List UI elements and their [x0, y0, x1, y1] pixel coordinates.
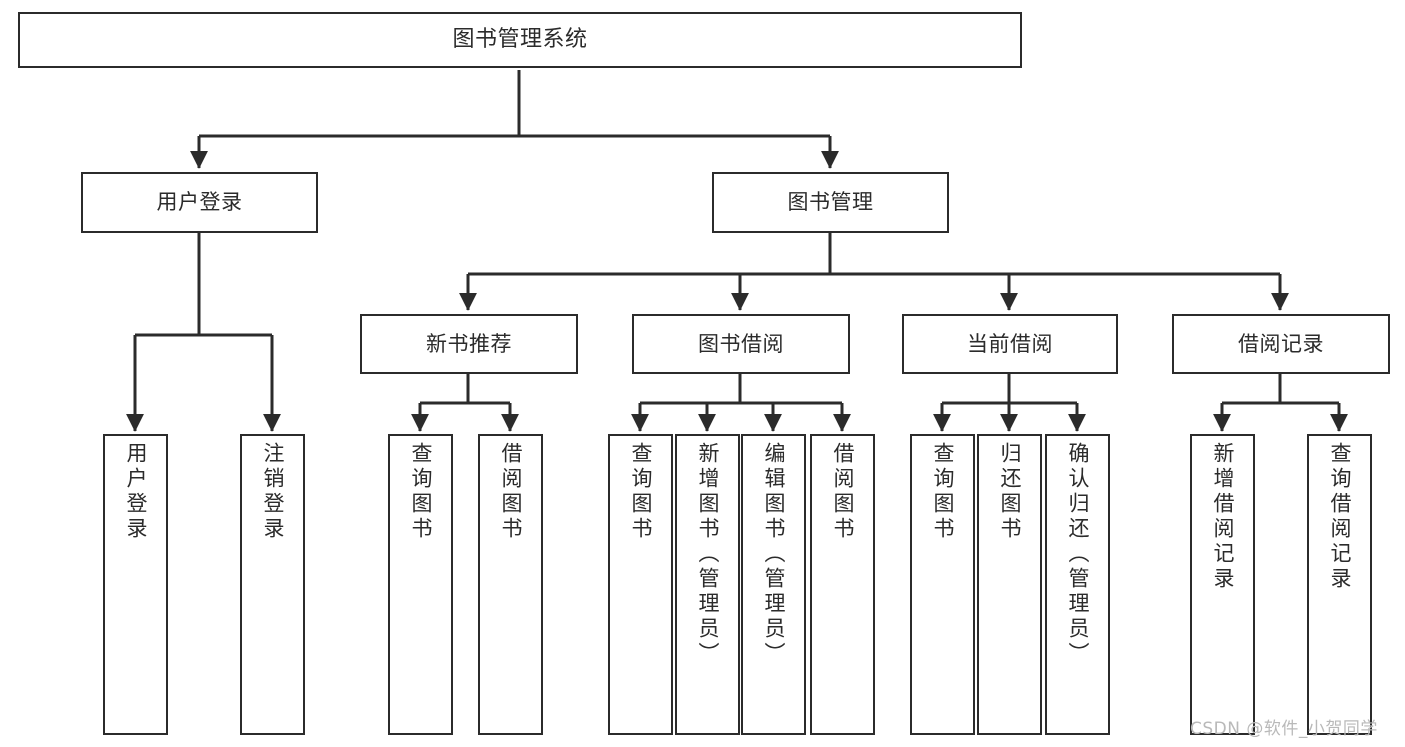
node-leaf-borrow-book-2-label: 借阅图书: [831, 442, 855, 542]
node-leaf-query-book-1[interactable]: 查询图书: [388, 434, 453, 735]
node-leaf-query-book-3-label: 查询图书: [931, 442, 955, 542]
node-leaf-add-record[interactable]: 新增借阅记录: [1190, 434, 1255, 735]
node-leaf-query-record-label: 查询借阅记录: [1328, 442, 1352, 592]
node-root-label: 图书管理系统: [452, 27, 588, 53]
node-current-borrow-label: 当前借阅: [967, 331, 1053, 356]
node-user-login-label: 用户登录: [156, 190, 243, 215]
node-borrow-record[interactable]: 借阅记录: [1172, 314, 1390, 374]
node-leaf-query-book-2[interactable]: 查询图书: [608, 434, 673, 735]
node-leaf-return-book[interactable]: 归还图书: [977, 434, 1042, 735]
node-root[interactable]: 图书管理系统: [18, 12, 1022, 68]
node-new-book-rec[interactable]: 新书推荐: [360, 314, 578, 374]
node-leaf-add-book[interactable]: 新增图书（管理员）: [675, 434, 740, 735]
node-leaf-user-login[interactable]: 用户登录: [103, 434, 168, 735]
node-book-manage-label: 图书管理: [787, 190, 874, 215]
node-leaf-return-book-label: 归还图书: [998, 442, 1022, 542]
node-book-manage[interactable]: 图书管理: [712, 172, 949, 233]
node-leaf-user-login-label: 用户登录: [124, 442, 148, 542]
node-leaf-add-record-label: 新增借阅记录: [1211, 442, 1235, 592]
node-leaf-add-book-label: 新增图书（管理员）: [696, 442, 720, 667]
node-leaf-confirm-return-label: 确认归还（管理员）: [1066, 442, 1090, 667]
node-current-borrow[interactable]: 当前借阅: [902, 314, 1118, 374]
node-leaf-edit-book[interactable]: 编辑图书（管理员）: [741, 434, 806, 735]
node-new-book-rec-label: 新书推荐: [426, 331, 512, 356]
node-leaf-logout[interactable]: 注销登录: [240, 434, 305, 735]
node-leaf-borrow-book-1-label: 借阅图书: [499, 442, 523, 542]
node-book-borrow[interactable]: 图书借阅: [632, 314, 850, 374]
node-leaf-query-book-2-label: 查询图书: [629, 442, 653, 542]
node-user-login[interactable]: 用户登录: [81, 172, 318, 233]
node-book-borrow-label: 图书借阅: [698, 331, 784, 356]
node-leaf-query-book-1-label: 查询图书: [409, 442, 433, 542]
node-leaf-query-book-3[interactable]: 查询图书: [910, 434, 975, 735]
node-leaf-borrow-book-1[interactable]: 借阅图书: [478, 434, 543, 735]
node-leaf-confirm-return[interactable]: 确认归还（管理员）: [1045, 434, 1110, 735]
node-leaf-logout-label: 注销登录: [261, 442, 285, 542]
node-leaf-query-record[interactable]: 查询借阅记录: [1307, 434, 1372, 735]
node-leaf-edit-book-label: 编辑图书（管理员）: [762, 442, 786, 667]
node-borrow-record-label: 借阅记录: [1238, 331, 1324, 356]
node-leaf-borrow-book-2[interactable]: 借阅图书: [810, 434, 875, 735]
